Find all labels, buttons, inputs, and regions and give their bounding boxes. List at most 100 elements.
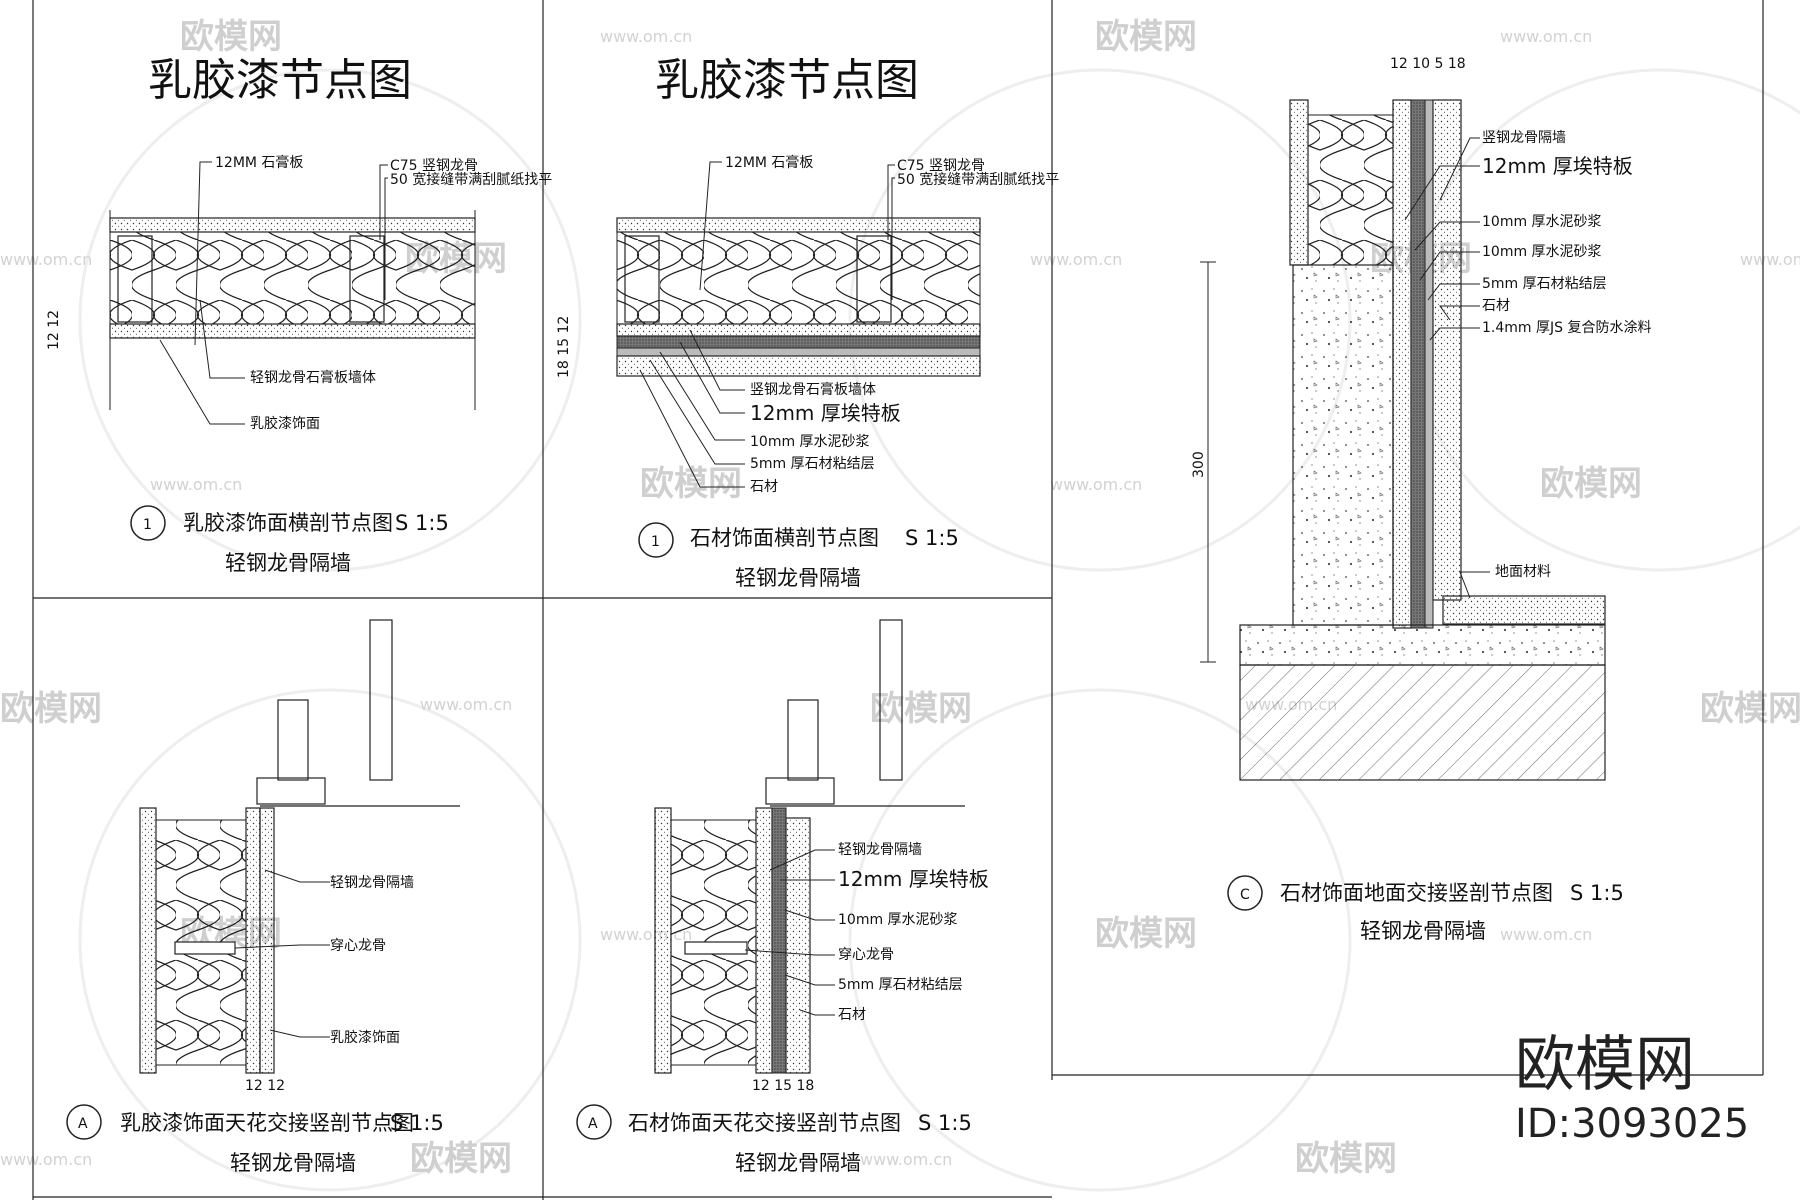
panel-title: 乳胶漆节点图 <box>655 55 919 106</box>
dimension: 18 15 12 <box>556 316 572 378</box>
scale: S 1:5 <box>918 1111 972 1135</box>
label: 石材 <box>1482 298 1510 314</box>
dimension-top: 12 10 5 18 <box>1390 56 1466 72</box>
label: 1.4mm 厚JS 复合防水涂料 <box>1482 319 1651 336</box>
watermark-brand: 欧模网 <box>410 1139 512 1179</box>
panel-1: 乳胶漆节点图 12MM 石膏板 C75 竖钢龙骨 50 宽接缝带满刮腻纸找平 轻… <box>46 55 552 575</box>
watermark-url: www.om.cn <box>1500 27 1592 46</box>
watermark-url: www.om.cn <box>600 27 692 46</box>
watermark-brand: 欧模网 <box>640 464 742 504</box>
watermark-url: www.om.cn <box>150 475 242 494</box>
symbol-letter: A <box>588 1116 598 1132</box>
brand-id: ID:3093025 <box>1515 1101 1749 1147</box>
label: 5mm 厚石材粘结层 <box>838 977 963 993</box>
wall-section <box>616 217 981 377</box>
scale: S 1:5 <box>905 526 959 550</box>
leader-lines <box>744 849 835 1016</box>
section-symbol: C <box>1227 875 1263 911</box>
dimension: 12 12 <box>245 1078 285 1094</box>
label: 12MM 石膏板 <box>725 154 813 171</box>
label: 轻钢龙骨隔墙 <box>330 875 414 891</box>
panel-2: 乳胶漆节点图 12MM 石膏板 C75 竖钢龙骨 50 宽接缝带满刮腻纸找平 竖… <box>556 55 1059 590</box>
watermark-url: www.om.cn <box>1500 925 1592 944</box>
label: 5mm 厚石材粘结层 <box>1482 276 1607 292</box>
subtitle: 轻钢龙骨隔墙 <box>230 1151 356 1175</box>
watermark-brand: 欧模网 <box>0 689 102 729</box>
label: 石材 <box>838 1007 866 1023</box>
leader-lines <box>1404 137 1490 599</box>
label: 10mm 厚水泥砂浆 <box>1482 244 1602 260</box>
label: 轻钢龙骨石膏板墙体 <box>250 369 376 386</box>
leader-lines <box>639 161 895 488</box>
section-symbol: A <box>66 1104 102 1140</box>
label: 竖钢龙骨石膏板墙体 <box>750 381 876 398</box>
watermark-brand: 欧模网 <box>1295 1139 1397 1179</box>
subtitle: 轻钢龙骨隔墙 <box>1360 919 1486 943</box>
symbol-number: 1 <box>143 517 152 533</box>
watermark-brand: 欧模网 <box>1540 464 1642 504</box>
caption: 乳胶漆饰面天花交接竖剖节点图 <box>120 1111 414 1135</box>
label: 乳胶漆饰面 <box>250 415 320 432</box>
label: 50 宽接缝带满刮腻纸找平 <box>390 171 552 188</box>
watermark-brand: 欧模网 <box>1095 17 1197 57</box>
label: C75 竖钢龙骨 <box>897 158 985 174</box>
caption: 石材饰面地面交接竖剖节点图 <box>1280 881 1553 905</box>
caption: 石材饰面横剖节点图 <box>690 526 879 550</box>
watermark-url: www.om.cn <box>420 695 512 714</box>
wall-section <box>654 619 965 1074</box>
scale: S 1:5 <box>395 511 449 535</box>
dimension-side: 300 <box>1191 451 1207 478</box>
section-symbol: A <box>576 1104 612 1140</box>
panel-5: 轻钢龙骨隔墙 12mm 厚埃特板 10mm 厚水泥砂浆 穿心龙骨 5mm 厚石材… <box>576 619 989 1175</box>
symbol-letter: C <box>1240 887 1250 903</box>
label: 地面材料 <box>1495 564 1551 580</box>
watermark-url: www.om.cn <box>1030 250 1122 269</box>
label: 12mm 厚埃特板 <box>838 867 989 891</box>
watermark-brand: 欧模网 <box>180 17 282 57</box>
watermark-brand: 欧模网 <box>1095 914 1197 954</box>
watermark-url: www.om.cn <box>1740 250 1800 269</box>
scale: S 1:5 <box>1570 881 1624 905</box>
label: 12MM 石膏板 <box>215 154 303 171</box>
brand-block: 欧模网 ID:3093025 <box>1515 1030 1749 1147</box>
watermark-url: www.om.cn <box>0 1150 92 1169</box>
dimension-lines <box>1200 261 1216 663</box>
dimension: 12 15 18 <box>752 1078 814 1094</box>
symbol-number: 1 <box>651 534 660 550</box>
subtitle: 轻钢龙骨隔墙 <box>225 551 351 575</box>
label: 竖钢龙骨隔墙 <box>1482 130 1566 146</box>
caption: 石材饰面天花交接竖剖节点图 <box>628 1111 901 1135</box>
watermark-url: www.om.cn <box>1050 475 1142 494</box>
wall-section <box>1239 99 1606 781</box>
wall-section <box>139 619 460 1074</box>
watermark-url: www.om.cn <box>0 250 92 269</box>
label: 12mm 厚埃特板 <box>1482 154 1633 178</box>
label: 穿心龙骨 <box>330 938 386 954</box>
subtitle: 轻钢龙骨隔墙 <box>735 566 861 590</box>
label: 10mm 厚水泥砂浆 <box>838 912 958 928</box>
scale: S 1:5 <box>390 1111 444 1135</box>
wall-section <box>109 210 476 410</box>
label: C75 竖钢龙骨 <box>390 158 478 174</box>
panel-4: 轻钢龙骨隔墙 穿心龙骨 乳胶漆饰面 12 12 A 乳胶漆饰面天花交接竖剖节点图… <box>66 619 460 1175</box>
leader-lines <box>159 161 388 425</box>
subtitle: 轻钢龙骨隔墙 <box>735 1151 861 1175</box>
watermark-brand: 欧模网 <box>870 689 972 729</box>
caption: 乳胶漆饰面横剖节点图 <box>183 511 393 535</box>
label: 50 宽接缝带满刮腻纸找平 <box>897 171 1059 188</box>
label: 5mm 厚石材粘结层 <box>750 456 875 472</box>
label: 轻钢龙骨隔墙 <box>838 842 922 858</box>
symbol-letter: A <box>78 1116 88 1132</box>
panel-title: 乳胶漆节点图 <box>148 55 412 106</box>
watermark-brand: 欧模网 <box>1700 689 1800 729</box>
label: 乳胶漆饰面 <box>330 1029 400 1046</box>
leader-lines <box>234 869 330 1038</box>
section-symbol: 1 <box>130 505 166 541</box>
label: 石材 <box>750 479 778 495</box>
watermark-url: www.om.cn <box>860 1150 952 1169</box>
section-symbol: 1 <box>638 522 674 558</box>
panel-3: 12 10 5 18 300 <box>1191 56 1651 943</box>
label: 10mm 厚水泥砂浆 <box>1482 214 1602 230</box>
label: 12mm 厚埃特板 <box>750 401 901 425</box>
